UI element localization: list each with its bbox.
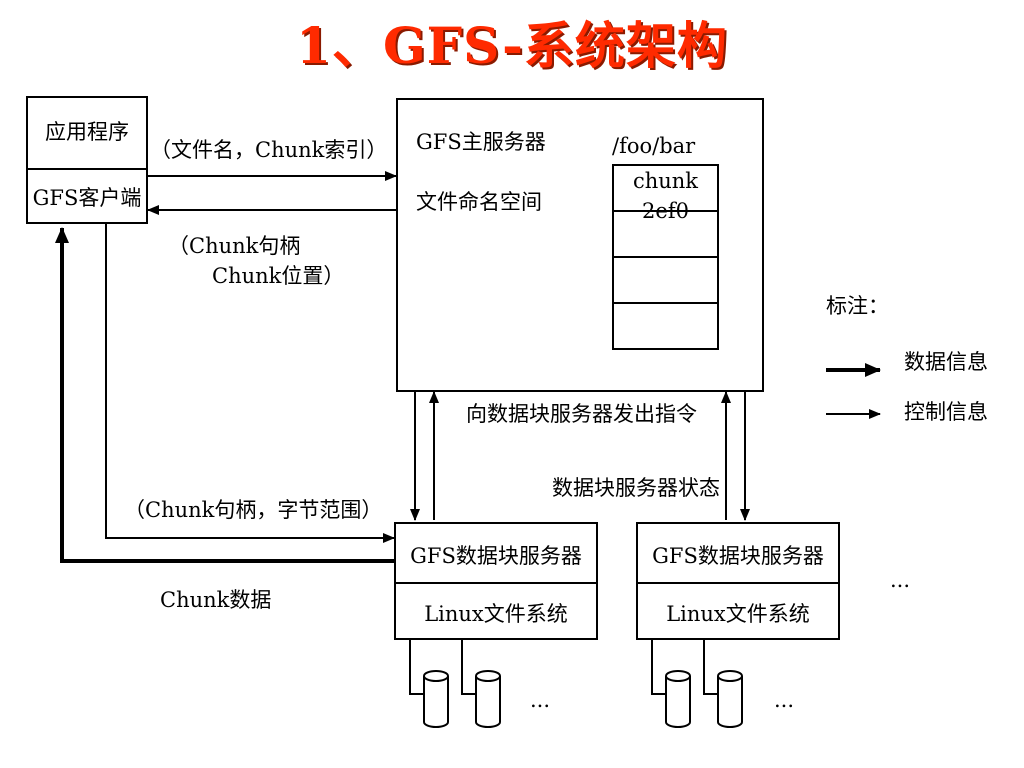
- chunkserver-box: GFS数据块服务器 Linux文件系统: [636, 522, 840, 640]
- chunk-data-label: Chunk数据: [160, 588, 272, 612]
- read-request-label: （Chunk句柄，字节范围）: [124, 498, 383, 522]
- cs2-disk-ellipsis: ...: [774, 688, 795, 712]
- chunk-data-arrow: [55, 227, 394, 563]
- legend-control-label: 控制信息: [904, 400, 988, 424]
- chunkserver-fs: Linux文件系统: [666, 602, 810, 626]
- more-servers-ellipsis: ...: [890, 568, 911, 592]
- chunk-row: chunk 2ef0: [614, 166, 717, 223]
- application-box: 应用程序 GFS客户端: [26, 96, 148, 224]
- instruction-label: 向数据块服务器发出指令: [466, 402, 697, 426]
- legend-data-label: 数据信息: [904, 350, 988, 374]
- chunkserver-state-label: 数据块服务器状态: [552, 476, 720, 500]
- reply-label-1: （Chunk句柄: [168, 234, 301, 258]
- chunkserver-box: GFS数据块服务器 Linux文件系统: [394, 522, 598, 640]
- master-box: GFS主服务器 文件命名空间 /foo/bar chunk 2ef0: [396, 98, 764, 392]
- chunk-row: [614, 304, 717, 348]
- application-label: 应用程序: [45, 120, 129, 144]
- reply-label-2: Chunk位置）: [212, 264, 345, 288]
- request-label: （文件名，Chunk索引）: [150, 138, 388, 162]
- cs1-disks: [409, 640, 501, 728]
- namespace-label: 文件命名空间: [416, 190, 542, 214]
- chunkserver-name: GFS数据块服务器: [410, 544, 582, 568]
- chunkserver-divider: [396, 582, 596, 584]
- chunk-row: [614, 258, 717, 304]
- client-divider: [28, 168, 146, 170]
- master-title: GFS主服务器: [416, 130, 546, 154]
- slide-title: 1、GFS-系统架构: [296, 16, 728, 75]
- chunkserver-divider: [638, 582, 838, 584]
- client-label: GFS客户端: [32, 186, 142, 210]
- read-request-arrow: [105, 224, 395, 543]
- chunk-row: [614, 212, 717, 258]
- chunk-table: chunk 2ef0: [612, 164, 719, 350]
- file-path: /foo/bar: [612, 134, 696, 158]
- chunkserver-name: GFS数据块服务器: [652, 544, 824, 568]
- legend-title: 标注：: [826, 294, 889, 318]
- chunkserver-fs: Linux文件系统: [424, 602, 568, 626]
- cs1-disk-ellipsis: ...: [530, 688, 551, 712]
- cs2-disks: [651, 640, 743, 728]
